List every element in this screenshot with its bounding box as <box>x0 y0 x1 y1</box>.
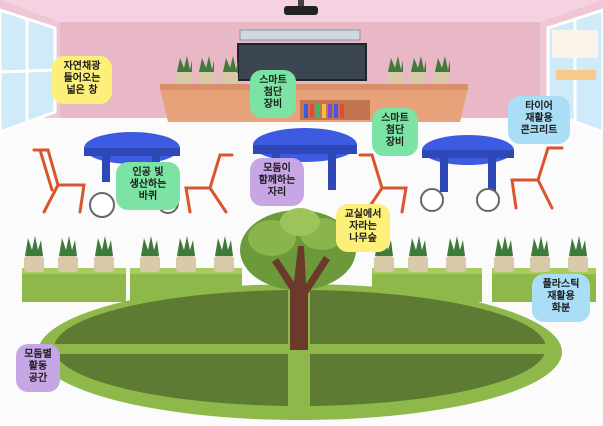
label-shared-seating: 모둠이 함께하는 자리 <box>250 158 304 206</box>
back-cabinet <box>160 84 468 122</box>
classroom-tree <box>240 208 356 350</box>
table-right <box>422 135 514 192</box>
label-smart-equipment-2: 스마트 첨단 장비 <box>372 108 418 156</box>
label-classroom-tree: 교실에서 자라는 나무숲 <box>336 204 390 252</box>
label-plastic-pots: 플라스틱 재활용 화분 <box>532 274 590 322</box>
projector <box>284 0 318 15</box>
left-window <box>0 8 57 134</box>
label-artificial-light-wheel: 인공 빛 생산하는 바퀴 <box>116 162 180 210</box>
label-smart-equipment-1: 스마트 첨단 장비 <box>250 70 296 118</box>
label-natural-light-window: 자연채광 들어오는 넓은 창 <box>52 56 112 104</box>
chairs <box>32 146 564 214</box>
back-shelf-plants <box>176 56 450 84</box>
label-tire-concrete: 타이어 재활용 콘크리트 <box>508 96 570 144</box>
label-group-activity-space: 모둠별 활동 공간 <box>16 344 60 392</box>
